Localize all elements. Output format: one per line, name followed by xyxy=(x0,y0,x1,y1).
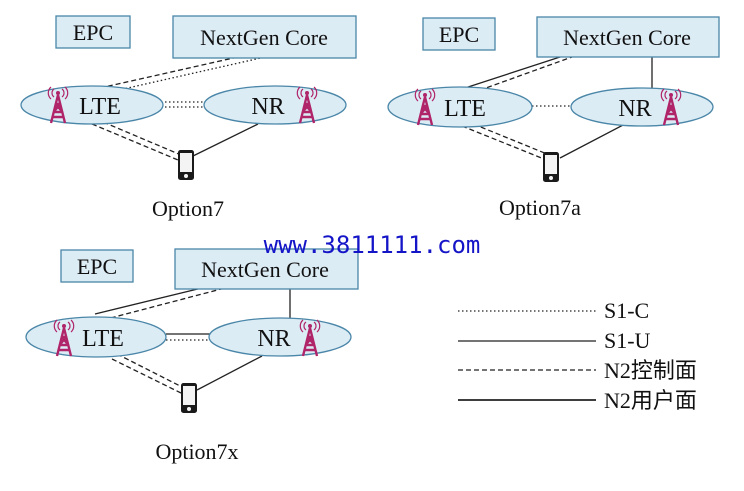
legend: S1-C S1-U N2控制面 N2用户面 xyxy=(458,298,697,413)
option7x-lte-core-n2c-link xyxy=(102,287,226,321)
legend-n2-control-label: N2控制面 xyxy=(604,358,697,383)
option7x-nr-phone-link xyxy=(196,355,263,391)
option7x-connections xyxy=(94,285,291,394)
legend-s1u-label: S1-U xyxy=(604,328,651,353)
option7x-lte-core-n2u-link xyxy=(94,285,211,315)
option7-phone-icon xyxy=(178,150,194,180)
option7x-epc-label: EPC xyxy=(77,254,117,279)
diagram-option7x: EPC NextGen Core LTE NR Option7x xyxy=(25,248,359,464)
option7a-lte-label: LTE xyxy=(444,96,486,122)
option7a-core-label: NextGen Core xyxy=(563,25,691,50)
option7a-nr-label: NR xyxy=(618,96,651,122)
diagram-option7: EPC NextGen Core LTE NR Option7 xyxy=(20,15,357,221)
option7-caption: Option7 xyxy=(152,196,224,221)
option7a-connections xyxy=(461,56,653,160)
option7a-lte-phone-link-b xyxy=(465,120,548,155)
option7x-caption: Option7x xyxy=(155,439,238,464)
option7x-lte-label: LTE xyxy=(82,326,124,352)
option7a-phone-icon xyxy=(543,152,559,182)
watermark-text: www.3811111.com xyxy=(264,231,481,259)
option7a-lte-core-n2c-link xyxy=(471,56,573,94)
option7x-lte-phone-link-b xyxy=(116,353,185,389)
legend-n2-user-label: N2用户面 xyxy=(604,388,697,413)
legend-s1c-label: S1-C xyxy=(604,298,649,323)
option7-nr-node xyxy=(203,85,347,125)
option7a-lte-core-n2u-link xyxy=(464,56,561,89)
diagram-option7a: EPC NextGen Core LTE NR Option7a xyxy=(387,16,720,220)
option7-lte-phone-link-a xyxy=(91,123,179,161)
option7-nr-phone-link xyxy=(192,123,259,157)
option7-epc-label: EPC xyxy=(73,20,113,45)
option7-lte-phone-link-b xyxy=(95,118,182,156)
option7x-core-box xyxy=(174,248,359,290)
option7-nr-label: NR xyxy=(251,94,284,120)
option7x-lte-phone-link-a xyxy=(111,358,182,394)
option7a-core-box xyxy=(536,16,720,58)
option7x-lte-node xyxy=(25,316,167,358)
option7x-nr-label: NR xyxy=(257,326,290,352)
option7a-lte-phone-link-a xyxy=(461,125,545,160)
option7x-phone-icon xyxy=(181,383,197,413)
option7x-core-label: NextGen Core xyxy=(201,257,329,282)
option7-core-box xyxy=(172,15,357,59)
option7-lte-label: LTE xyxy=(79,94,121,120)
option7-epc-box xyxy=(55,15,131,49)
option7x-epc-box xyxy=(60,249,134,283)
option7a-caption: Option7a xyxy=(499,195,581,220)
option7-lte-node xyxy=(20,85,164,125)
option7a-epc-box xyxy=(422,17,496,51)
option7a-nr-node xyxy=(570,87,714,127)
option7-core-label: NextGen Core xyxy=(200,25,328,50)
option7a-epc-label: EPC xyxy=(439,22,479,47)
option7-lte-core-s1c-link xyxy=(109,47,306,93)
option7a-nr-phone-link xyxy=(559,123,626,159)
